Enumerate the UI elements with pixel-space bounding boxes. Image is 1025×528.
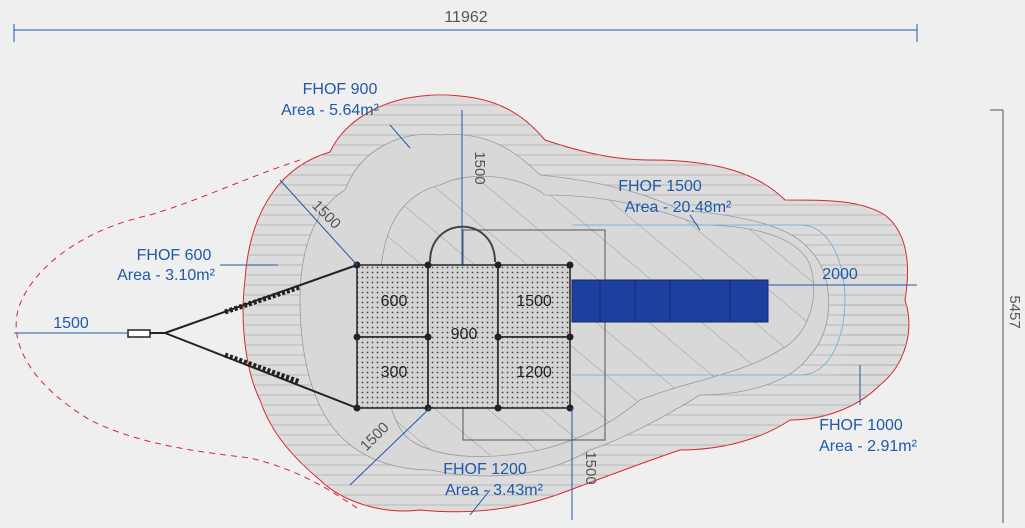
deck-1200 [497, 336, 571, 409]
deck-1500 [497, 264, 571, 338]
left-extent-label: 1500 [53, 315, 89, 332]
leader-fhof-1200 [469, 489, 491, 516]
overall-depth-label: 5457 [1006, 295, 1023, 328]
zone-fhof-1000-area: Area - 2.91m² [819, 438, 917, 455]
top-clearance-label: 1500 [471, 151, 488, 184]
bottom-clearance-label: 1500 [582, 451, 599, 484]
zone-fhof-1200-area: Area - 3.43m² [445, 482, 543, 499]
deck-label-900: 900 [451, 326, 478, 343]
overall-width-label: 11962 [444, 9, 487, 26]
fall-zone-hatch-right [830, 300, 909, 385]
deck-label-1200: 1200 [516, 364, 552, 381]
deck-900 [427, 264, 499, 409]
deck-label-1500: 1500 [516, 293, 552, 310]
zone-fhof-1000-label: FHOF 1000 [819, 417, 903, 434]
deck-label-600: 600 [381, 293, 408, 310]
leader-fhof-900 [389, 124, 411, 149]
swing-zone-dashed-outline [15, 159, 361, 511]
leader-fhof-1500 [689, 214, 701, 231]
zone-fhof-600-label: FHOF 600 [137, 247, 212, 264]
zone-fhof-1500-label: FHOF 1500 [618, 178, 702, 195]
zone-fhof-900-area: Area - 5.64m² [281, 102, 379, 119]
right-extent-label: 2000 [822, 266, 858, 283]
zone-fhof-1200-label: FHOF 1200 [443, 461, 527, 478]
deck-300 [356, 336, 429, 409]
zone-fhof-600-area: Area - 3.10m² [117, 267, 215, 284]
lower-left-diagonal-line [349, 407, 431, 486]
zone-fhof-1500-area: Area - 20.48m² [625, 199, 732, 216]
deck-label-300: 300 [381, 364, 408, 381]
chain-anchor [127, 329, 151, 338]
zone-fhof-900-label: FHOF 900 [303, 81, 378, 98]
upper-left-diagonal-line [279, 179, 358, 266]
